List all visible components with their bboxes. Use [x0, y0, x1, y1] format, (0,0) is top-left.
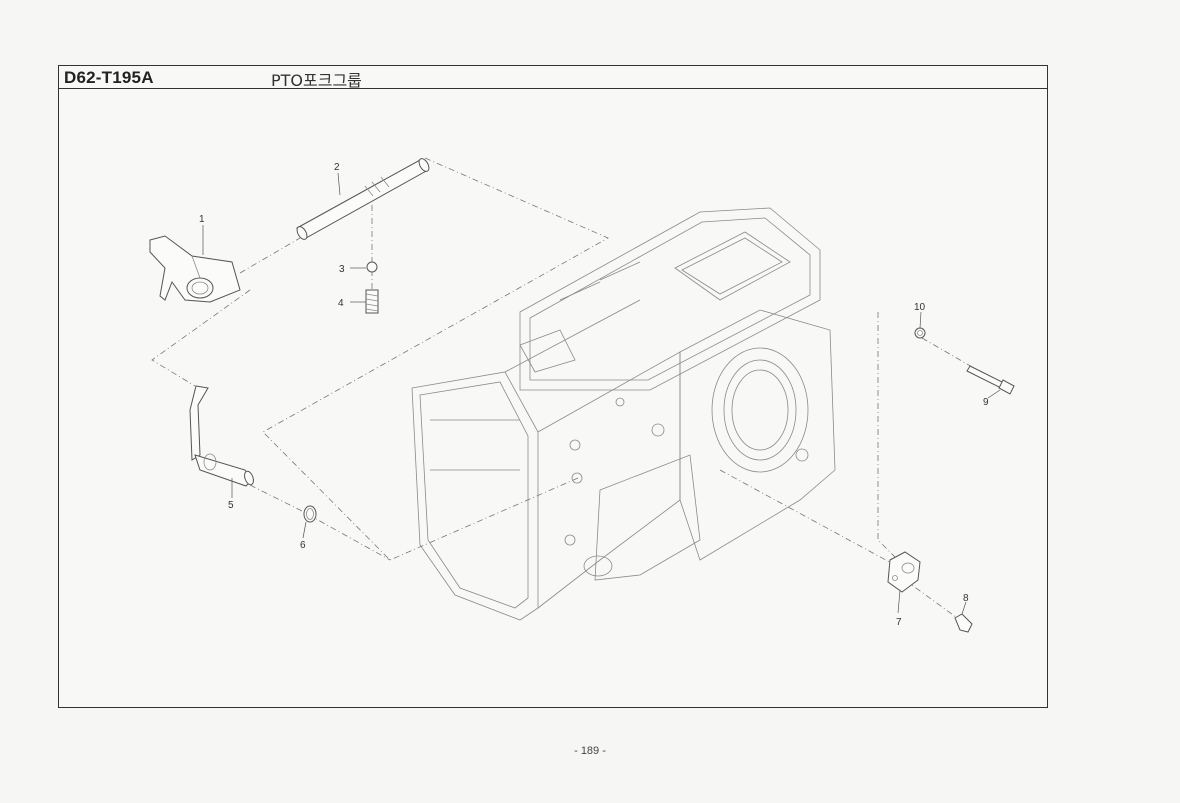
- part-2-shaft: [296, 158, 430, 240]
- callout-9: 9: [983, 397, 989, 408]
- callout-8: 8: [963, 593, 969, 604]
- part-10-nut: [914, 327, 926, 339]
- part-8-bolt: [954, 613, 973, 633]
- drawing-code: D62-T195A: [64, 68, 154, 87]
- callout-5: 5: [228, 500, 234, 511]
- part-6-o-ring: [303, 505, 317, 523]
- header-bar: D62-T195A PTO포크그룹: [59, 66, 1047, 90]
- callout-10: 10: [914, 302, 926, 313]
- assembly-lines: [151, 157, 1006, 621]
- callout-labels: 1 2 3 4 5 6 7 8 9 10: [199, 162, 989, 628]
- part-7-plate: [887, 551, 921, 593]
- callout-6: 6: [300, 540, 306, 551]
- page-number: - 189 -: [574, 745, 606, 757]
- part-3-ball: [366, 261, 378, 273]
- callout-1: 1: [199, 214, 205, 225]
- callout-7: 7: [896, 617, 902, 628]
- part-9-bolt: [966, 365, 1015, 395]
- drawing-frame: D62-T195A PTO포크그룹: [58, 65, 1048, 708]
- part-5-lever: [189, 385, 254, 487]
- part-4-spring: [365, 289, 379, 314]
- callout-leaders: [202, 172, 1001, 615]
- transmission-case: [411, 207, 836, 621]
- callout-4: 4: [338, 298, 344, 309]
- drawing-title: PTO포크그룹: [271, 71, 362, 90]
- callout-2: 2: [334, 162, 340, 173]
- callout-3: 3: [339, 264, 345, 275]
- part-1-fork: [149, 235, 241, 303]
